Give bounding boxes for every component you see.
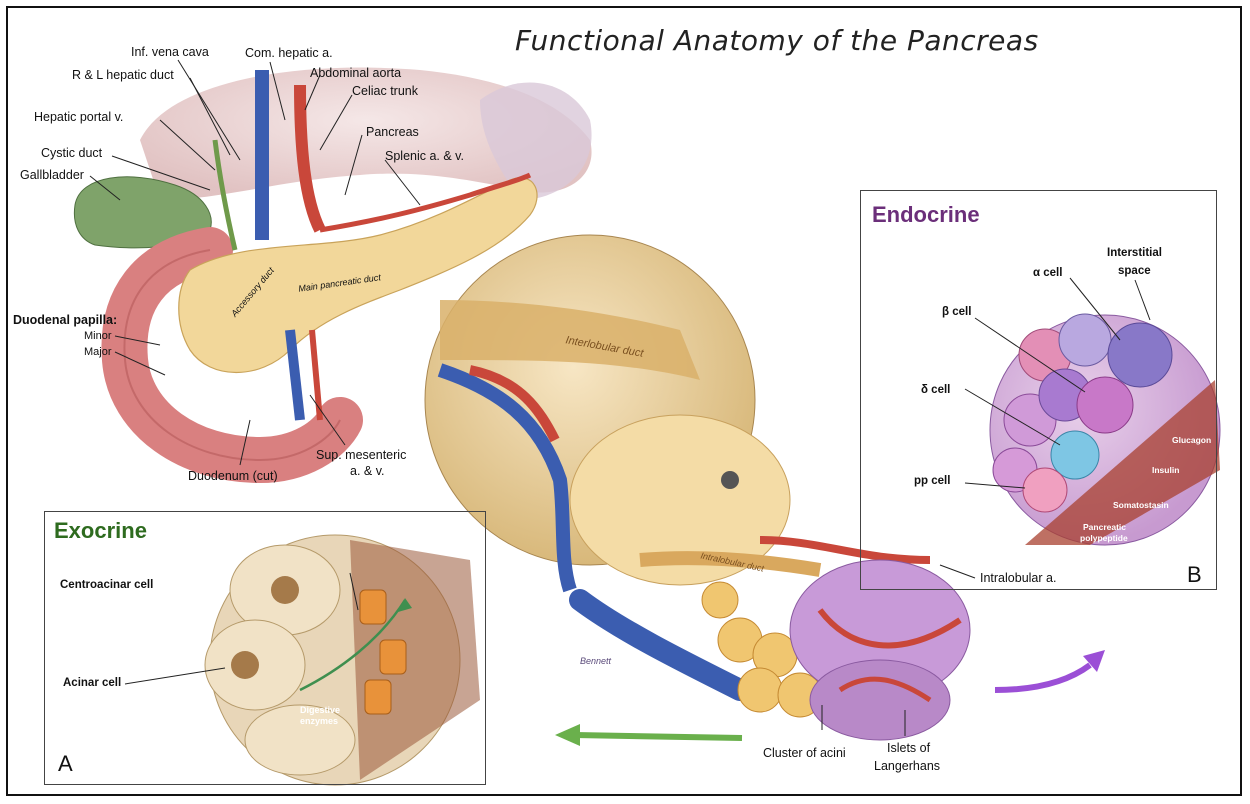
label-com-hepatic-a: Com. hepatic a. [245,46,333,60]
label-sup-mesenteric-2: a. & v. [350,464,385,478]
label-hepatic-portal-v: Hepatic portal v. [34,110,123,124]
label-pancreas: Pancreas [366,125,419,139]
panel-letter-b: B [1187,562,1202,588]
endocrine-panel [860,190,1217,590]
label-beta-cell: β cell [942,305,971,319]
label-islets-2: Langerhans [874,759,940,773]
label-sup-mesenteric-1: Sup. mesenteric [316,448,406,462]
label-duodenum-cut: Duodenum (cut) [188,469,278,483]
endocrine-title: Endocrine [872,202,980,228]
label-duodenal-papilla: Duodenal papilla: [13,313,117,327]
label-insulin: Insulin [1152,463,1179,477]
label-acinar-cell: Acinar cell [63,676,121,690]
exocrine-title: Exocrine [54,518,147,544]
label-r-l-hepatic-duct: R & L hepatic duct [72,68,174,82]
endocrine-arrow [995,665,1090,690]
panel-letter-a: A [58,751,73,777]
label-major: Major [84,345,112,359]
label-interstitial-1: Interstitial [1107,246,1162,260]
artist-signature: Bennett [580,654,611,668]
label-pp-cell: pp cell [914,474,950,488]
label-pancreatic-2: polypeptide [1080,531,1128,545]
label-glucagon: Glucagon [1172,433,1211,447]
label-centroacinar-cell: Centroacinar cell [60,578,153,592]
label-gallbladder: Gallbladder [20,168,84,182]
label-cystic-duct: Cystic duct [41,146,102,160]
label-alpha-cell: α cell [1033,266,1062,280]
label-cluster-of-acini: Cluster of acini [763,746,846,760]
label-digestive-2: enzymes [300,714,338,728]
label-celiac-trunk: Celiac trunk [352,84,418,98]
label-delta-cell: δ cell [921,383,950,397]
label-islets-1: Islets of [887,741,930,755]
label-inf-vena-cava: Inf. vena cava [131,45,209,59]
sup-mesenteric [290,330,300,420]
label-abdominal-aorta: Abdominal aorta [310,66,401,80]
label-minor: Minor [84,329,112,343]
exocrine-panel [44,511,486,785]
exocrine-arrow [575,735,742,738]
label-somatostasin: Somatostasin [1113,498,1169,512]
figure-title: Functional Anatomy of the Pancreas [515,24,1039,57]
label-interstitial-2: space [1118,264,1151,278]
label-splenic: Splenic a. & v. [385,149,464,163]
